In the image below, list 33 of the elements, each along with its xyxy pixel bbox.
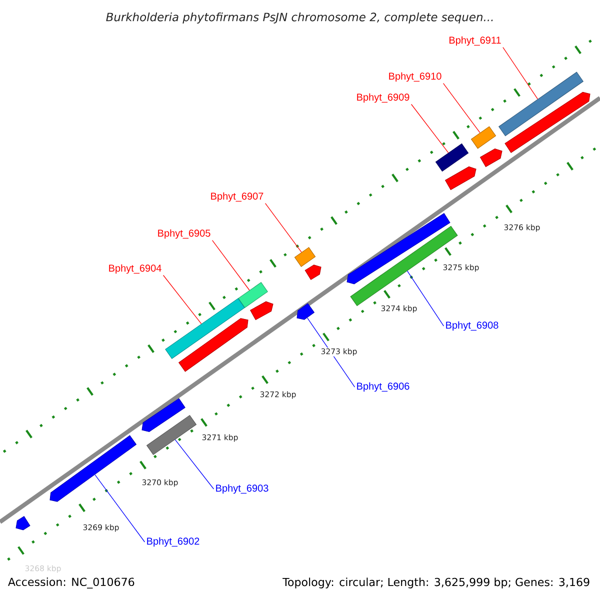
gene-label: Bphyt_6903 [216,484,268,494]
gene-bar [470,126,496,149]
gene-bar [294,247,316,267]
footer-text: Accession: NC_010676 [8,578,134,589]
leader-line [502,46,538,100]
gene-bar [165,298,245,359]
leader-line [94,474,146,542]
gene-block [480,148,502,168]
footer-text: Topology: circular; Length: 3,625,999 bp; Genes: 3,169 [282,578,590,588]
leader-line [264,202,302,253]
title: Burkholderia phytofirmans PsJN chromosome 2, complete sequen... [106,12,493,24]
gene-label: Bphyt_6905 [158,229,210,239]
gene-label: Bphyt_6910 [389,72,442,82]
gene-label: Bphyt_6902 [147,537,200,547]
gene-label: Bphyt_6911 [450,36,501,46]
leader-line [406,270,444,326]
gene-block [296,303,315,320]
gene-bar [435,143,469,172]
gene-bar [238,282,268,308]
leader-line [174,439,214,490]
leader-line [410,104,449,154]
gene-block [142,398,186,432]
gene-label: Bphyt_6904 [109,264,162,274]
gene-block [16,516,30,530]
gene-label: Bphyt_6909 [357,93,410,103]
leader-line [162,274,202,324]
gene-label: Bphyt_6907 [211,192,264,202]
leader-line [442,82,480,134]
gene-block [504,92,590,153]
leader-line [212,240,250,291]
gene-label: Bphyt_6908 [446,321,498,331]
gene-block [50,435,137,502]
gene-label: Bphyt_6906 [357,382,410,392]
